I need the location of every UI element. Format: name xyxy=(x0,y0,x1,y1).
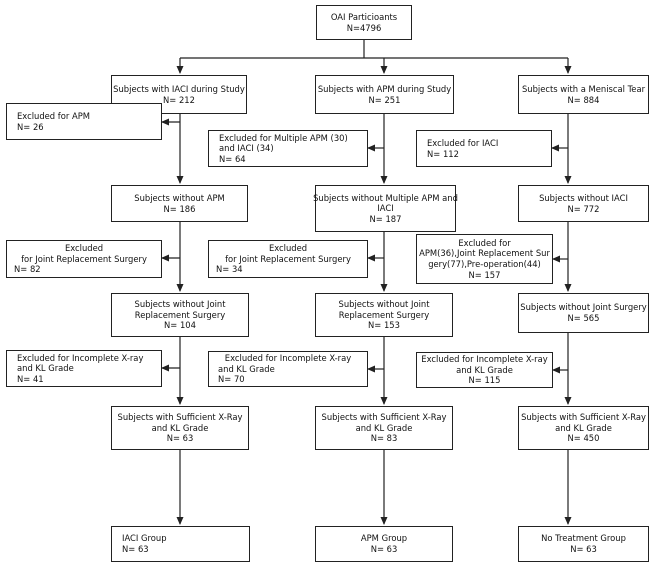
box-count: N= 112 xyxy=(427,148,459,159)
box-line: Subjects with Sufficient X-Ray xyxy=(117,412,243,423)
iaci-group-box: IACI Group N= 63 xyxy=(111,526,250,562)
no-treatment-group-box: No Treatment Group N= 63 xyxy=(518,526,649,562)
col1-step-box-4: Subjects with Sufficient X-Ray and KL Gr… xyxy=(111,406,249,450)
box-count: N=4796 xyxy=(346,22,382,33)
apm-group-box: APM Group N= 63 xyxy=(315,526,453,562)
box-line: Replacement Surgery xyxy=(338,309,430,320)
box-line: APM(36),Joint Replacement Sur xyxy=(419,248,550,259)
box-title: APM Group xyxy=(360,533,408,544)
box-title: OAI Particioants xyxy=(330,11,398,22)
col2-exclusion-box-1: Excluded for Multiple APM (30) and IACI … xyxy=(208,130,368,167)
box-title: Subjects without APM xyxy=(134,192,225,203)
box-count: N= 884 xyxy=(567,94,600,105)
box-line: Excluded xyxy=(64,243,104,254)
box-title: Subjects with APM during Study xyxy=(317,83,452,94)
box-title: Subjects without IACI xyxy=(539,192,628,203)
box-line: IACI xyxy=(377,203,394,214)
col2-exclusion-box-2: Excluded for Joint Replacement Surgery N… xyxy=(208,240,368,278)
box-line: and KL Grade xyxy=(17,363,74,374)
box-line: and KL Grade xyxy=(218,363,275,374)
box-count: N= 772 xyxy=(567,203,600,214)
box-count: N= 104 xyxy=(164,320,196,331)
box-count: N= 251 xyxy=(368,94,401,105)
box-line: Subjects without Joint xyxy=(134,299,226,310)
box-count: N= 187 xyxy=(369,213,402,224)
col2-step-box-3: Subjects without Joint Replacement Surge… xyxy=(315,293,453,337)
oai-participants-box: OAI Particioants N=4796 xyxy=(316,5,412,40)
box-count: N= 63 xyxy=(166,433,194,444)
box-count: N= 41 xyxy=(17,373,44,384)
box-count: N= 26 xyxy=(17,121,44,132)
box-count: N= 64 xyxy=(219,153,246,164)
col2-step-box-4: Subjects with Sufficient X-Ray and KL Gr… xyxy=(315,406,453,450)
meniscal-tear-box: Subjects with a Meniscal Tear N= 884 xyxy=(518,75,649,114)
box-title: Excluded for APM xyxy=(17,110,90,121)
box-count: N= 157 xyxy=(468,269,501,280)
box-line: Excluded for Incomplete X-ray xyxy=(17,352,144,363)
col2-exclusion-box-3: Excluded for Incomplete X-ray and KL Gra… xyxy=(208,351,368,387)
col3-exclusion-box-2: Excluded for APM(36),Joint Replacement S… xyxy=(416,234,553,284)
box-line: Excluded for Multiple APM (30) xyxy=(219,132,348,143)
box-count: N= 63 xyxy=(570,544,597,554)
col3-step-box-4: Subjects with Sufficient X-Ray and KL Gr… xyxy=(518,406,649,450)
col1-exclusion-box-2: Excluded for Joint Replacement Surgery N… xyxy=(6,240,162,278)
box-title: Excluded for IACI xyxy=(427,137,499,148)
apm-study-box: Subjects with APM during Study N= 251 xyxy=(315,75,454,114)
box-title: Subjects with IACI during Study xyxy=(113,83,245,94)
col1-step-box-2: Subjects without APM N= 186 xyxy=(111,185,248,222)
box-title: No Treatment Group xyxy=(541,533,626,544)
box-count: N= 115 xyxy=(468,375,501,386)
box-line: and KL Grade xyxy=(456,364,513,375)
box-count: N= 186 xyxy=(163,203,196,214)
col3-step-box-3: Subjects without Joint Surgery N= 565 xyxy=(518,293,649,333)
box-count: N= 212 xyxy=(163,94,195,105)
box-line: Excluded for Incomplete X-ray xyxy=(224,353,352,364)
box-title: Subjects with a Meniscal Tear xyxy=(521,83,646,94)
box-line: Excluded for xyxy=(458,237,511,248)
box-title: IACI Group xyxy=(122,533,167,544)
box-line: Excluded for Incomplete X-ray xyxy=(421,354,548,365)
box-line: for Joint Replacement Surgery xyxy=(21,253,147,264)
box-line: Subjects with Sufficient X-Ray xyxy=(321,412,447,423)
box-count: N= 565 xyxy=(567,313,600,323)
col3-step-box-2: Subjects without IACI N= 772 xyxy=(518,185,649,222)
box-line: Excluded xyxy=(268,243,308,254)
box-line: Replacement Surgery xyxy=(134,309,226,320)
box-count: N= 63 xyxy=(370,544,398,554)
box-count: N= 450 xyxy=(567,433,600,444)
box-line: Subjects with Sufficient X-Ray xyxy=(521,412,646,423)
box-line: and KL Grade xyxy=(555,422,612,433)
box-count: N= 63 xyxy=(122,544,149,554)
box-line: and IACI (34) xyxy=(219,143,274,154)
box-line: Subjects without Multiple APM and xyxy=(313,192,458,203)
box-count: N= 82 xyxy=(14,264,41,275)
box-count: N= 153 xyxy=(368,320,400,331)
box-count: N= 34 xyxy=(216,264,243,275)
box-line: and KL Grade xyxy=(355,422,413,433)
col1-exclusion-box-3: Excluded for Incomplete X-ray and KL Gra… xyxy=(6,350,162,387)
box-line: for Joint Replacement Surgery xyxy=(225,253,351,264)
col3-exclusion-box-1: Excluded for IACI N= 112 xyxy=(416,130,552,167)
col2-step-box-2: Subjects without Multiple APM and IACI N… xyxy=(313,185,458,232)
box-count: N= 83 xyxy=(370,433,398,444)
box-title: Subjects without Joint Surgery xyxy=(520,302,647,313)
box-line: gery(77),Pre-operation(44) xyxy=(428,259,541,269)
box-line: and KL Grade xyxy=(151,422,209,433)
col3-exclusion-box-3: Excluded for Incomplete X-ray and KL Gra… xyxy=(416,352,553,388)
col1-step-box-3: Subjects without Joint Replacement Surge… xyxy=(111,293,249,337)
box-line: Subjects without Joint xyxy=(338,299,430,310)
box-count: N= 70 xyxy=(218,374,245,385)
col1-exclusion-box-1: Excluded for APM N= 26 xyxy=(6,103,162,140)
